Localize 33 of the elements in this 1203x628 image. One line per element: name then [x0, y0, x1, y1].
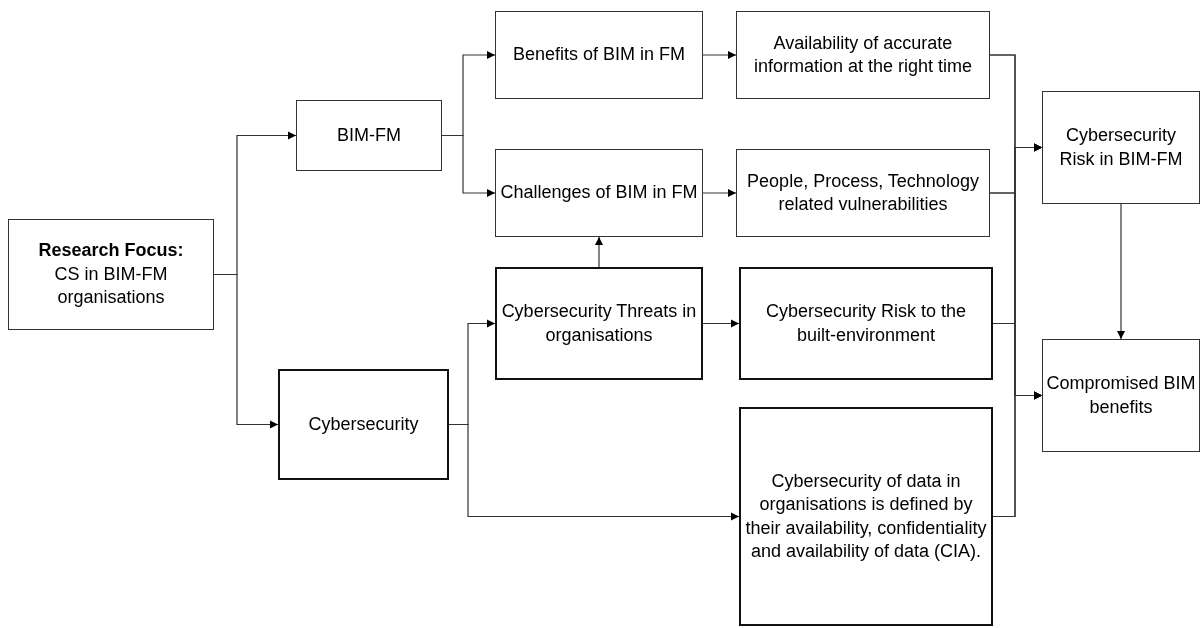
arrow	[702, 50, 737, 60]
arrow	[702, 188, 737, 198]
arrow	[594, 236, 604, 268]
process-box	[739, 407, 993, 626]
box-text: BIM-FM	[337, 123, 401, 147]
box-text: People, Process, Technology related vulnerabilities	[746, 169, 980, 216]
process-box	[736, 11, 990, 99]
box-text: Cybersecurity of data in organisations is defined by their availability, confidentiality and availability of data (CIA).	[744, 469, 988, 563]
process-box	[495, 267, 703, 380]
process-box	[8, 219, 214, 330]
process-box	[495, 149, 703, 237]
process-box	[739, 267, 993, 380]
box-text: Challenges of BIM in FM	[500, 181, 698, 205]
process-box	[1042, 339, 1200, 452]
box-text: Cybersecurity Risk in BIM-FM	[1058, 124, 1184, 171]
arrow	[441, 134, 496, 198]
box-text: Cybersecurity Threats in organisations	[500, 300, 698, 347]
process-box	[278, 369, 449, 480]
process-box	[736, 149, 990, 237]
box-text: Cybersecurity	[308, 412, 419, 436]
box-text: Benefits of BIM in FM	[512, 43, 686, 67]
arrow	[213, 273, 279, 429]
process-box	[495, 11, 703, 99]
arrow	[1116, 203, 1126, 340]
box-text: Availability of accurate information at the right time	[752, 31, 974, 78]
box-heading: Research Focus:	[38, 239, 184, 263]
arrow	[992, 391, 1043, 518]
arrow	[702, 319, 740, 328]
box-text: Compromised BIM benefits	[1046, 372, 1196, 419]
box-text: CS in BIM-FM organisations	[53, 262, 169, 310]
process-box	[296, 100, 442, 171]
box-text: Cybersecurity Risk to the built-environment	[764, 300, 968, 347]
process-box	[1042, 91, 1200, 204]
